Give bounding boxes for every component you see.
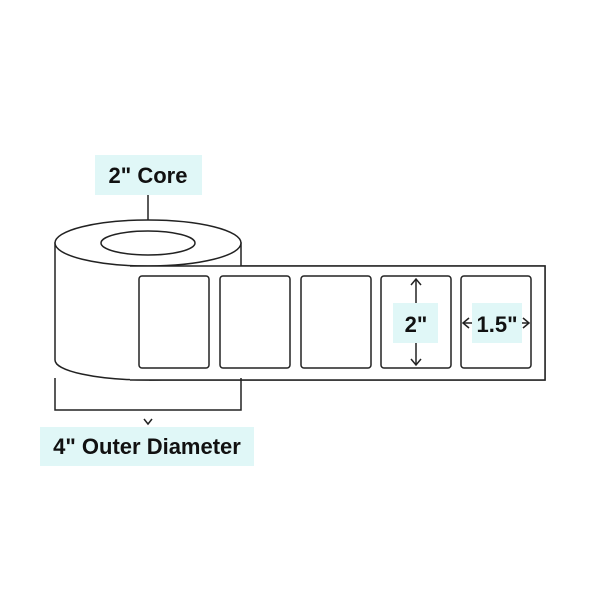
outer-diameter-pointer (143, 418, 153, 426)
height-label: 2" (405, 312, 428, 337)
height-arrow-top (410, 277, 422, 286)
height-label-bg (393, 303, 438, 343)
roll-core-hole (100, 230, 196, 256)
outer-diameter-label-bg (40, 427, 254, 466)
height-arrow-bottom (410, 358, 422, 367)
outer-diameter-label: 4" Outer Diameter (53, 434, 241, 459)
core-label-bg (95, 155, 202, 195)
outer-diameter-bracket (54, 378, 242, 411)
label-liner-outline (130, 265, 546, 381)
width-label-bg (472, 303, 522, 343)
width-label: 1.5" (476, 312, 517, 337)
width-arrow-left (461, 317, 470, 329)
label-3 (300, 275, 372, 369)
label-2 (219, 275, 291, 369)
label-1 (138, 275, 210, 369)
core-label: 2" Core (109, 163, 188, 188)
width-arrow-right (522, 317, 531, 329)
